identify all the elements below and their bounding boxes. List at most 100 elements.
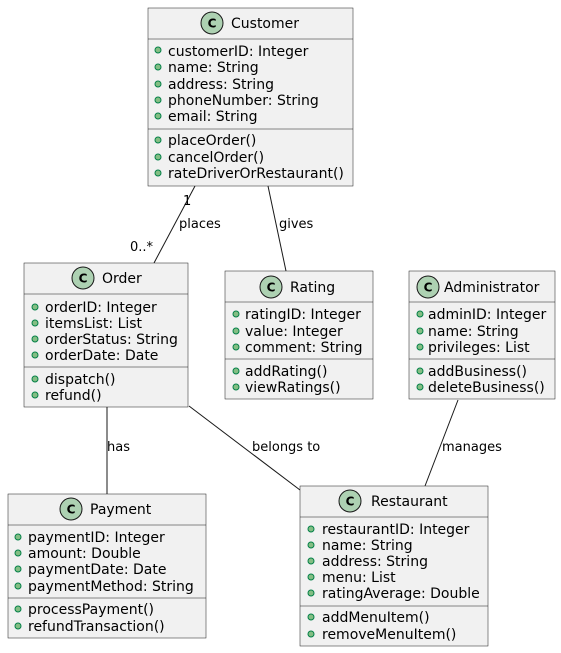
class-administrator-method-1: addBusiness() [428,364,527,380]
visibility-public-icon [31,319,39,327]
relation-order-restaurant-label: belongs to [252,440,320,455]
class-customer-method-3: rateDriverOrRestaurant() [168,166,344,182]
class-payment-method-2: refundTransaction() [28,619,165,635]
class-administrator[interactable]: C Administrator adminID: Integer name: S… [408,270,556,400]
class-payment-attribute-2: amount: Double [28,546,141,562]
visibility-public-icon [307,613,315,621]
class-order-box [23,262,189,408]
class-customer-attribute-2: name: String [168,60,259,76]
class-customer[interactable]: C Customer customerID: Integer name: Str… [147,7,354,187]
visibility-public-icon [307,589,315,597]
visibility-public-icon [307,525,315,533]
visibility-public-icon [154,63,162,71]
class-order-attribute-4: orderDate: Date [45,348,158,364]
class-customer-attribute-1: customerID: Integer [168,44,309,60]
relation-customer-order-line [153,185,196,264]
visibility-public-icon [154,46,162,54]
visibility-public-icon [416,310,424,318]
class-payment[interactable]: C Payment paymentID: Integer amount: Dou… [7,493,207,639]
class-restaurant-attribute-3: address: String [322,554,428,570]
class-administrator-attribute-1: adminID: Integer [428,307,547,323]
class-order[interactable]: C Order orderID: Integer itemsList: List… [23,262,189,408]
class-restaurant-icon [338,489,362,513]
class-customer-icon [200,11,224,35]
relation-customer-order-label: places [179,217,221,232]
visibility-public-icon [31,375,39,383]
visibility-public-icon [307,541,315,549]
relation-customer-rating-label: gives [279,217,314,232]
class-payment-attribute-3: paymentDate: Date [28,562,166,578]
class-order-icon [71,266,95,290]
class-administrator-icon [416,275,440,299]
class-administrator-attribute-2: name: String [428,324,519,340]
visibility-public-icon [416,343,424,351]
visibility-public-icon [416,367,424,375]
class-order-name: Order [102,271,142,287]
relation-order-payment-label: has [107,440,130,455]
visibility-public-icon [154,136,162,144]
visibility-public-icon [307,630,315,638]
class-rating-method-1: addRating() [245,364,327,380]
relation-administrator-restaurant-label: manages [442,440,502,455]
relation-customer-rating-line [267,185,287,272]
class-payment-icon [59,497,83,521]
class-rating-icon-glyph: C [267,281,276,295]
visibility-public-icon [232,367,240,375]
class-order-method-1: dispatch() [45,372,116,388]
class-restaurant-method-1: addMenuItem() [322,610,430,626]
class-customer-attribute-4: phoneNumber: String [168,93,319,109]
visibility-public-icon [31,303,39,311]
visibility-public-icon [154,96,162,104]
class-restaurant-attribute-5: ratingAverage: Double [322,586,480,602]
visibility-public-icon [31,351,39,359]
visibility-public-icon [232,343,240,351]
class-administrator-method-2: deleteBusiness() [428,380,545,396]
class-payment-method-1: processPayment() [28,602,154,618]
class-rating[interactable]: C Rating ratingID: Integer value: Intege… [224,270,374,400]
class-payment-icon-glyph: C [67,503,76,517]
class-rating-icon [259,275,283,299]
class-restaurant[interactable]: C Restaurant restaurantID: Integer name:… [299,485,489,647]
class-restaurant-icon-glyph: C [346,495,355,509]
class-rating-box [224,270,374,400]
relation-order-restaurant-line [188,405,301,491]
class-rating-method-2: viewRatings() [245,380,341,396]
relation-customer-order-from-multiplicity: 1 [183,194,191,209]
class-rating-attribute-3: comment: String [245,340,362,356]
visibility-public-icon [307,557,315,565]
class-order-attribute-1: orderID: Integer [45,300,157,316]
visibility-public-icon [31,391,39,399]
class-customer-icon-glyph: C [208,17,217,31]
class-rating-name: Rating [290,280,335,296]
class-administrator-name: Administrator [444,280,540,296]
visibility-public-icon [416,383,424,391]
class-restaurant-attribute-1: restaurantID: Integer [322,522,470,538]
visibility-public-icon [14,533,22,541]
class-payment-box [7,493,207,639]
class-administrator-attribute-3: privileges: List [428,340,530,356]
class-order-icon-glyph: C [79,272,88,286]
class-customer-method-2: cancelOrder() [168,150,264,166]
class-customer-attribute-3: address: String [168,77,274,93]
class-payment-name: Payment [90,502,152,518]
class-order-attribute-3: orderStatus: String [45,332,178,348]
visibility-public-icon [14,582,22,590]
visibility-public-icon [416,327,424,335]
visibility-public-icon [14,622,22,630]
visibility-public-icon [14,605,22,613]
visibility-public-icon [232,327,240,335]
class-restaurant-box [299,485,489,647]
class-rating-attribute-2: value: Integer [245,324,343,340]
class-payment-attribute-4: paymentMethod: String [28,579,194,595]
visibility-public-icon [14,549,22,557]
class-restaurant-name: Restaurant [371,494,448,510]
class-restaurant-attribute-2: name: String [322,538,413,554]
class-customer-attribute-5: email: String [168,109,258,125]
class-order-method-2: refund() [45,388,102,404]
class-order-attribute-2: itemsList: List [45,316,143,332]
class-customer-box [147,7,354,187]
visibility-public-icon [14,565,22,573]
visibility-public-icon [232,310,240,318]
class-rating-attribute-1: ratingID: Integer [245,307,361,323]
